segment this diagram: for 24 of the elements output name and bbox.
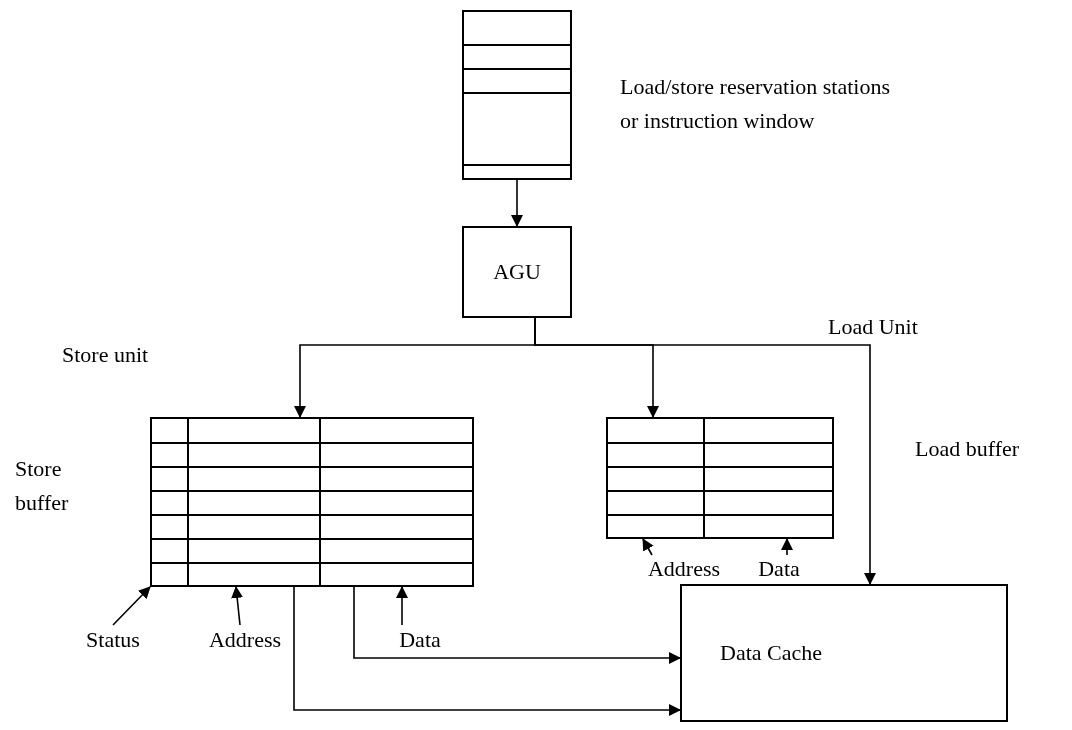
process-box: AGU bbox=[462, 226, 572, 318]
table-grid bbox=[606, 417, 834, 539]
arrow bbox=[534, 317, 876, 585]
process-box: Data Cache bbox=[680, 584, 1008, 722]
callout-text: Address bbox=[205, 625, 285, 655]
arrow bbox=[781, 538, 793, 556]
arrow bbox=[396, 586, 408, 626]
callout-text: Data bbox=[390, 625, 450, 655]
unit-label: Store unit bbox=[62, 341, 149, 369]
table-grid bbox=[462, 10, 572, 180]
table-caption: Load/store reservation stations or instruction window bbox=[620, 73, 892, 136]
table-caption: Store buffer bbox=[15, 455, 70, 518]
arrow bbox=[511, 179, 523, 227]
callout-text: Data bbox=[748, 555, 810, 583]
callout-text: Address bbox=[628, 555, 740, 583]
table-grid bbox=[150, 417, 474, 587]
arrow bbox=[231, 586, 244, 626]
table-caption: Load buffer bbox=[915, 435, 1020, 463]
arrow bbox=[293, 586, 681, 716]
callout-text: Status bbox=[74, 625, 152, 655]
arrow bbox=[112, 586, 151, 626]
arrow bbox=[353, 586, 681, 664]
unit-label: Load Unit bbox=[828, 313, 918, 341]
arrow bbox=[642, 538, 654, 556]
